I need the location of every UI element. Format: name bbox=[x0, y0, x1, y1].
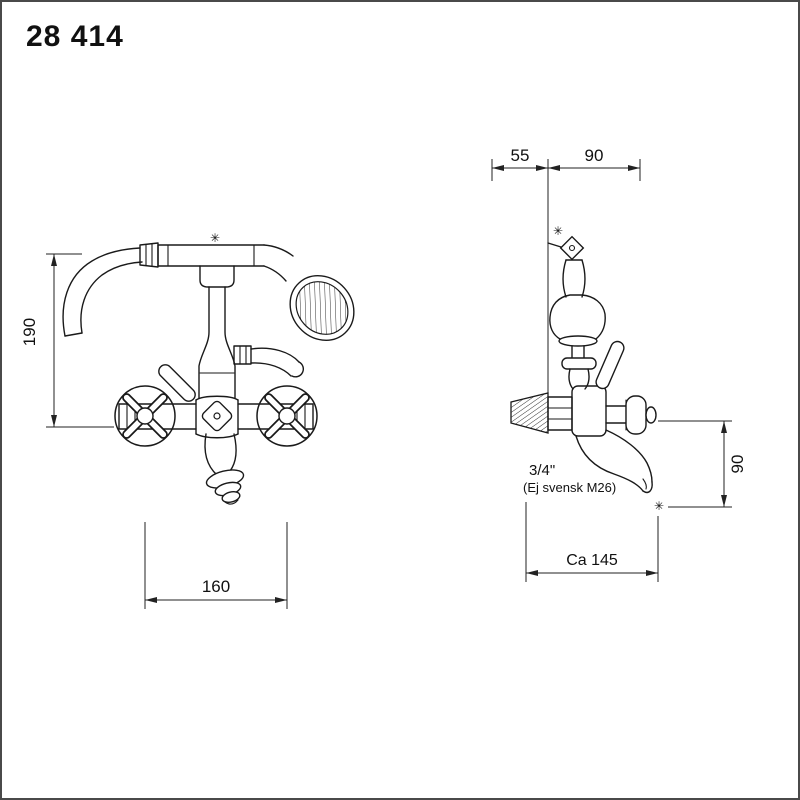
cross-handle-side bbox=[605, 395, 657, 435]
top-dimensions: 55 90 bbox=[491, 146, 641, 181]
handshower-side bbox=[549, 259, 606, 347]
front-dimensions: 190 160 bbox=[20, 253, 288, 609]
side-view: 55 90 ✳ bbox=[491, 146, 747, 582]
reference-mark-side-top: ✳ bbox=[553, 224, 563, 238]
spout-height-dimension: 90 bbox=[658, 420, 747, 508]
tub-spout-side bbox=[575, 429, 653, 494]
threaded-connection bbox=[510, 392, 549, 434]
product-number: 28 414 bbox=[26, 20, 124, 53]
riser-column bbox=[198, 286, 305, 399]
wall-offset-dimension-label: 55 bbox=[511, 146, 530, 165]
shower-cradle bbox=[199, 265, 235, 288]
cross-handle-left bbox=[114, 385, 176, 447]
diverter-lever bbox=[158, 364, 196, 402]
handshower bbox=[157, 244, 355, 341]
reach-dimension: Ca 145 bbox=[525, 502, 659, 582]
mixer-body-side bbox=[571, 385, 607, 437]
hose-connector-nut bbox=[233, 345, 252, 365]
handshower-spray-face bbox=[295, 281, 349, 335]
wall-bracket bbox=[547, 235, 585, 261]
wall-to-holder-dimension-label: 90 bbox=[585, 146, 604, 165]
reference-mark-spout-tip: ✳ bbox=[654, 499, 664, 513]
reference-mark-front: ✳ bbox=[210, 231, 220, 245]
shower-hose bbox=[62, 242, 159, 337]
front-view: ✳ 190 160 bbox=[20, 231, 355, 609]
diverter-lever-side bbox=[595, 340, 625, 390]
hex-nut bbox=[547, 396, 573, 431]
spout-height-dimension-label: 90 bbox=[728, 455, 747, 474]
riser-column-side bbox=[561, 345, 597, 390]
front-height-dimension-label: 190 bbox=[20, 318, 39, 346]
thread-size-label: 3/4" bbox=[529, 462, 555, 479]
reach-dimension-label: Ca 145 bbox=[566, 552, 618, 569]
cross-handle-right bbox=[256, 385, 318, 447]
tub-spout-front bbox=[204, 433, 245, 505]
front-width-dimension-label: 160 bbox=[202, 577, 230, 596]
thread-note-label: (Ej svensk M26) bbox=[523, 480, 616, 495]
